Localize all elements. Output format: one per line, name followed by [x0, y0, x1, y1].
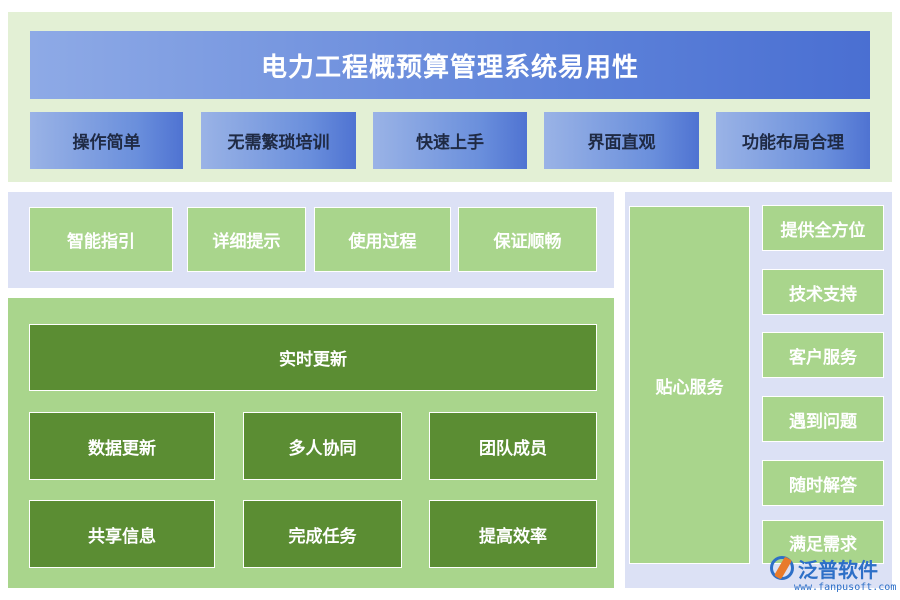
- logo-icon: [770, 556, 794, 580]
- guidance-box-1: 智能指引: [29, 207, 173, 272]
- guidance-box-3: 使用过程: [314, 207, 451, 272]
- brand-logo: 泛普软件 www.fanpusoft.com: [768, 552, 896, 596]
- service-item-3: 客户服务: [762, 332, 884, 378]
- diagram-title: 电力工程概预算管理系统易用性: [30, 31, 870, 99]
- realtime-box-1: 数据更新: [29, 412, 215, 480]
- guidance-box-2: 详细提示: [187, 207, 306, 272]
- service-item-4: 遇到问题: [762, 396, 884, 442]
- feature-box-1: 操作简单: [30, 112, 183, 169]
- service-label-box: 贴心服务: [629, 206, 750, 564]
- logo-url: www.fanpusoft.com: [794, 582, 897, 593]
- feature-box-3: 快速上手: [373, 112, 527, 169]
- feature-box-2: 无需繁琐培训: [201, 112, 356, 169]
- realtime-box-3: 团队成员: [429, 412, 597, 480]
- feature-box-5: 功能布局合理: [716, 112, 870, 169]
- guidance-box-4: 保证顺畅: [458, 207, 597, 272]
- realtime-box-6: 提高效率: [429, 500, 597, 568]
- realtime-box-2: 多人协同: [243, 412, 402, 480]
- realtime-box-4: 共享信息: [29, 500, 215, 568]
- realtime-header: 实时更新: [29, 324, 597, 391]
- service-item-5: 随时解答: [762, 460, 884, 506]
- service-item-2: 技术支持: [762, 269, 884, 315]
- service-item-1: 提供全方位: [762, 205, 884, 251]
- realtime-box-5: 完成任务: [243, 500, 402, 568]
- logo-name: 泛普软件: [798, 558, 878, 582]
- feature-box-4: 界面直观: [544, 112, 699, 169]
